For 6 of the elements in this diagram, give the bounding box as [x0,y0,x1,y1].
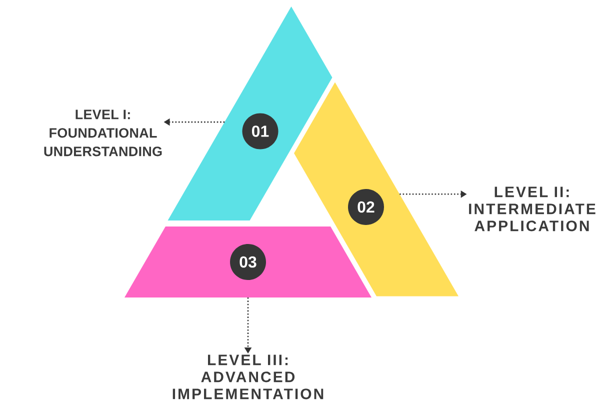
level-label: LEVEL III: ADVANCED IMPLEMENTATION [172,354,324,400]
level-label: LEVEL II: INTERMEDIATE APPLICATION [469,186,596,232]
trapezoid-segment [124,226,372,298]
trapezoid-segment [294,82,458,296]
level-label: LEVEL I: FOUNDATIONAL UNDERSTANDING [44,110,162,156]
trapezoid-segment [168,6,332,220]
